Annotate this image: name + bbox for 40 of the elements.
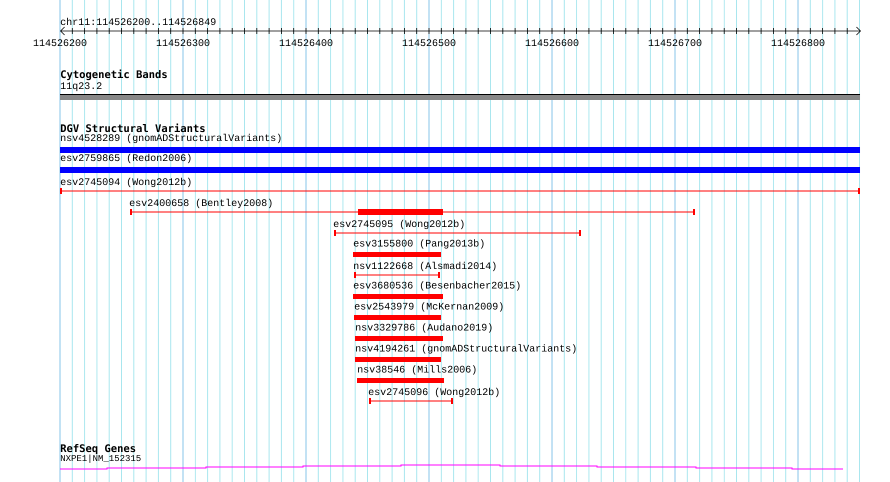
gene-line: NXPE1|NM_152315 bbox=[60, 454, 844, 470]
node-label: esv2543979 (McKernan2009) bbox=[354, 302, 503, 312]
node-label: esv3155800 (Pang2013b) bbox=[354, 239, 484, 249]
variant-bar: esv2745094 (Wong2012b) bbox=[60, 178, 860, 194]
tick-label: 114526500 bbox=[402, 39, 456, 46]
tick-label: 114526200 bbox=[34, 39, 86, 46]
node-label: 11q23.2 bbox=[60, 82, 102, 92]
node-label: esv2745094 (Wong2012b) bbox=[60, 178, 191, 188]
tick-label: 114526700 bbox=[648, 39, 702, 46]
tick-label: 114526400 bbox=[280, 39, 332, 46]
node-label: nsv4194261 (gnomADStructuralVariants) bbox=[356, 344, 576, 354]
tick-label: 114526800 bbox=[772, 39, 824, 46]
node-label: esv2745095 (Wong2012b) bbox=[334, 220, 464, 230]
locus-label: chr11:114526200..114526849 bbox=[60, 18, 216, 26]
variant-bar: esv3155800 (Pang2013b) bbox=[353, 239, 484, 257]
node-label: nsv1122668 (Alsmadi2014) bbox=[354, 262, 496, 272]
variant-bar: nsv3329786 (Audano2019) bbox=[355, 323, 492, 341]
variant-bar: esv2745096 (Wong2012b) bbox=[368, 388, 499, 404]
track-title: Cytogenetic Bands bbox=[61, 69, 167, 80]
variant-bar: esv2745095 (Wong2012b) bbox=[334, 220, 582, 236]
node-label: esv2400658 (Bentley2008) bbox=[130, 198, 272, 208]
variant-bar: nsv4194261 (gnomADStructuralVariants) bbox=[355, 344, 576, 362]
track-title: DGV Structural Variants bbox=[60, 123, 205, 132]
track-title: RefSeq Genes bbox=[60, 444, 136, 454]
variant-bar: esv2400658 (Bentley2008) bbox=[130, 198, 696, 215]
variant-bar: nsv1122668 (Alsmadi2014) bbox=[354, 262, 496, 278]
node-label: nsv4528289 (gnomADStructuralVariants) bbox=[61, 134, 281, 144]
variant-bar: esv2759865 (Redon2006) bbox=[60, 154, 860, 173]
variant-bar: esv3680536 (Besenbacher2015) bbox=[353, 281, 520, 299]
node-label: nsv3329786 (Audano2019) bbox=[356, 323, 492, 333]
variant-bar: nsv4528289 (gnomADStructuralVariants) bbox=[60, 134, 860, 153]
cytoband-bar: 11q23.2 bbox=[60, 82, 860, 100]
variant-bar: nsv38546 (Mills2006) bbox=[357, 365, 476, 383]
tick-label: 114526300 bbox=[156, 39, 210, 46]
node-label: esv2745096 (Wong2012b) bbox=[368, 388, 499, 398]
node-label: esv2759865 (Redon2006) bbox=[60, 154, 191, 164]
variant-bar: esv2543979 (McKernan2009) bbox=[354, 302, 503, 320]
node-label: esv3680536 (Besenbacher2015) bbox=[354, 281, 520, 291]
node-label: nsv38546 (Mills2006) bbox=[358, 365, 476, 375]
tick-label: 114526600 bbox=[526, 39, 578, 46]
